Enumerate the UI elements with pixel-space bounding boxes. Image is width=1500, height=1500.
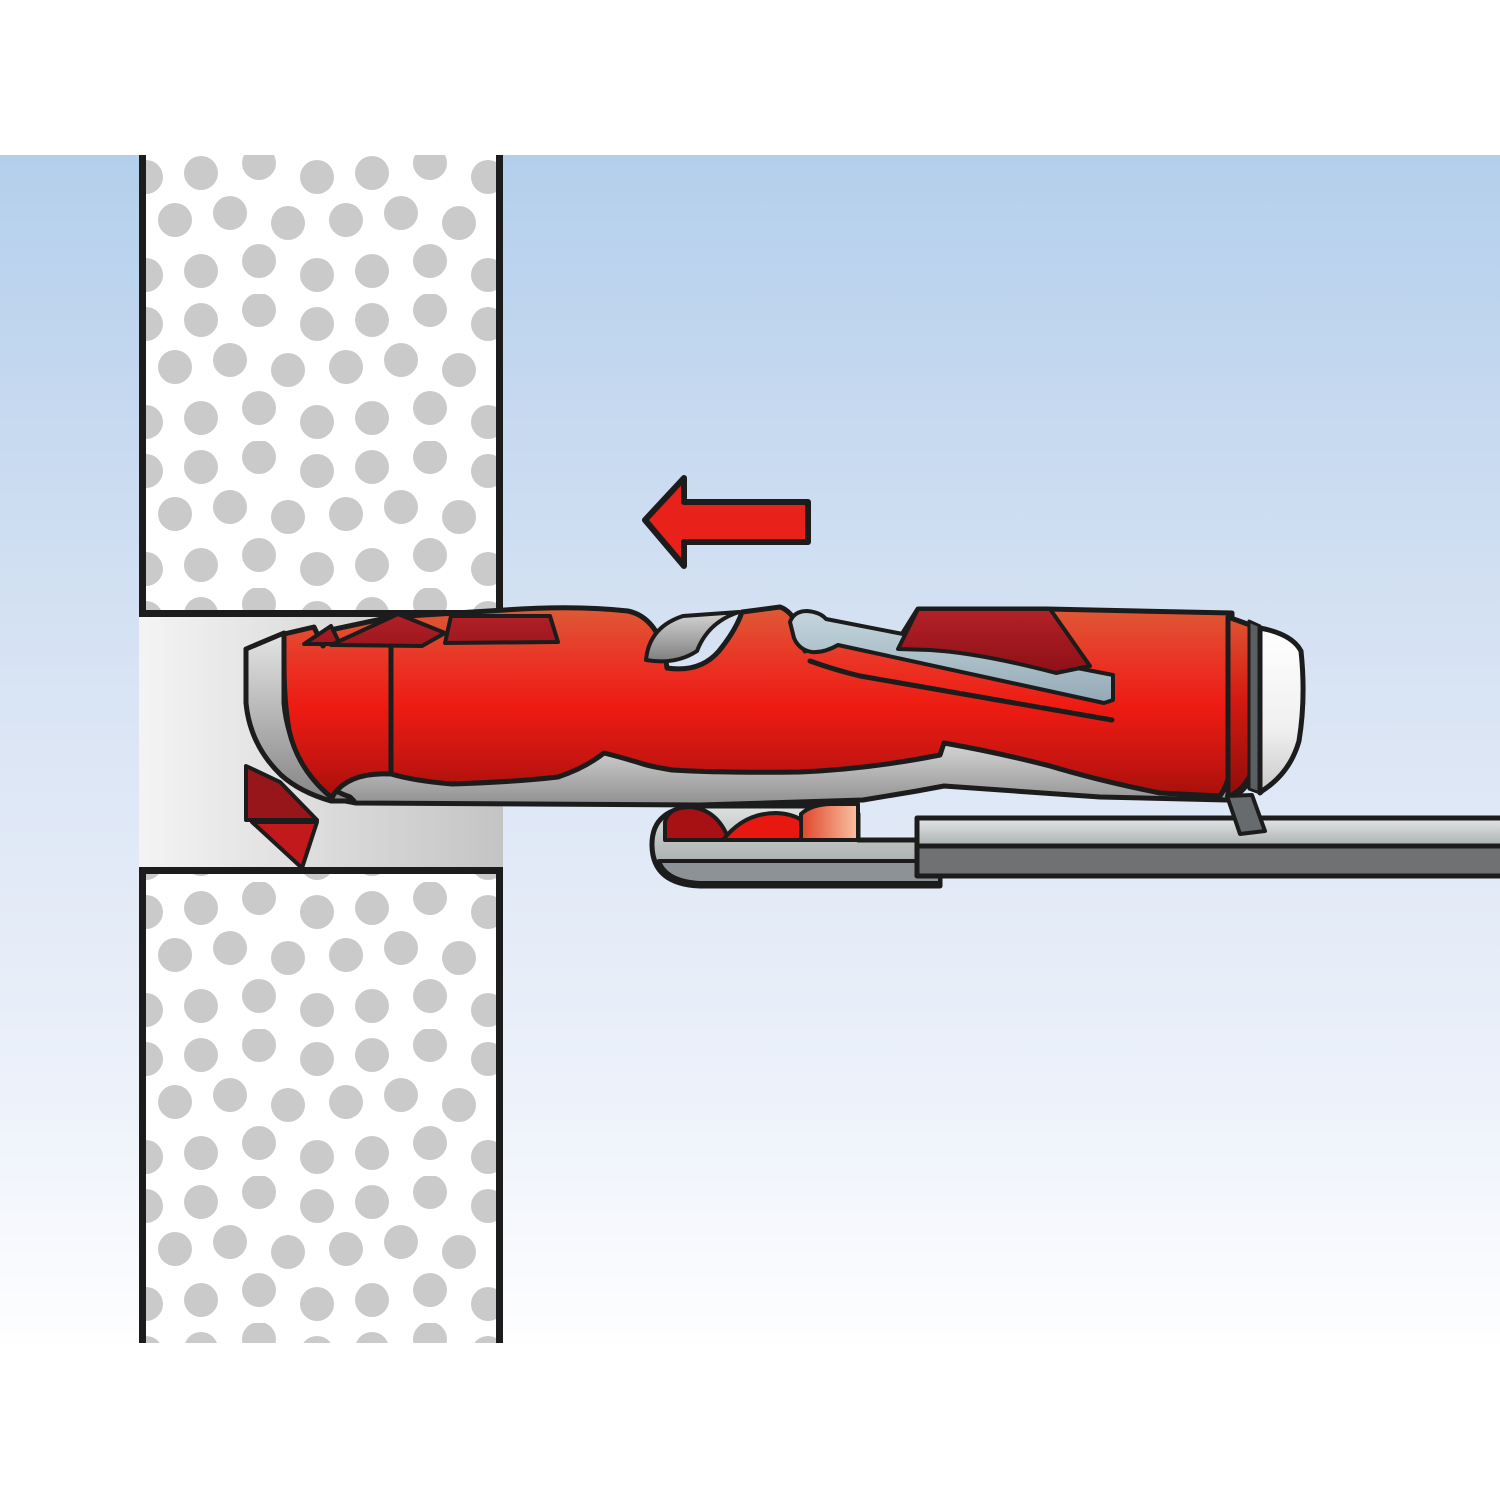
anchor-rear-cap bbox=[1257, 625, 1306, 796]
anchor-hook-seam bbox=[807, 658, 1115, 723]
anchor-tip-spike-lower bbox=[250, 820, 319, 870]
anchor-channel-band bbox=[788, 609, 1115, 705]
anchor-lug-dark bbox=[663, 805, 731, 842]
anchor-fin-small bbox=[302, 624, 342, 646]
anchor-notch-insert bbox=[644, 610, 741, 664]
anchor-nose bbox=[281, 614, 394, 801]
anchor-fin-right bbox=[443, 614, 560, 645]
anchor-top-panel bbox=[896, 607, 1092, 675]
metal-strap-front-face bbox=[657, 859, 942, 885]
wall-anchor bbox=[243, 604, 1500, 889]
drilled-hole-bottom-edge bbox=[139, 867, 503, 874]
screw-rod-top bbox=[914, 815, 1500, 849]
anchor-rear-spike bbox=[1225, 793, 1267, 836]
anchor-lug-shaded bbox=[799, 802, 860, 842]
screw-rod-bottom bbox=[914, 843, 1500, 879]
anchor-fin-left bbox=[329, 612, 447, 648]
push-direction-arrow-icon bbox=[642, 475, 811, 569]
